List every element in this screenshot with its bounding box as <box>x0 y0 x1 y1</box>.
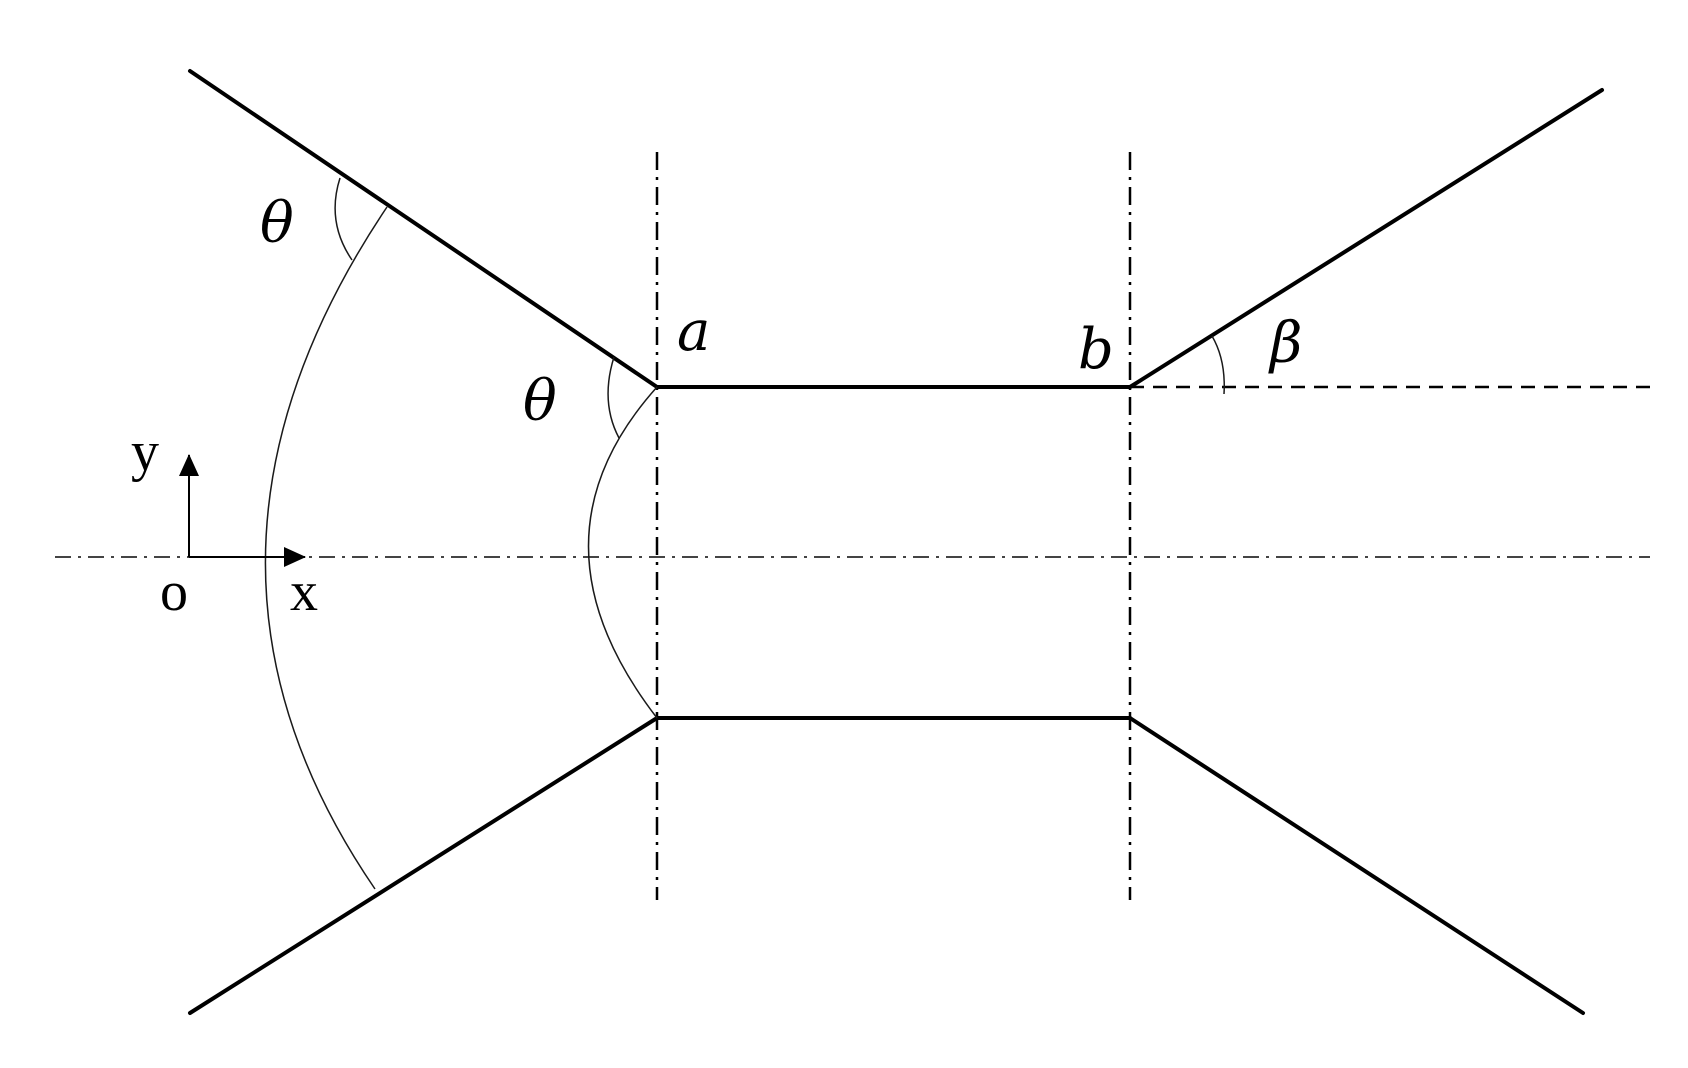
outer-arc <box>264 206 388 890</box>
y-axis-label: y <box>131 421 159 483</box>
inner-arc <box>587 386 658 719</box>
theta-inner-angle-arc <box>607 356 620 439</box>
point-b-label: b <box>1078 317 1114 382</box>
beta-angle-arc <box>1211 335 1225 395</box>
x-axis-label: x <box>290 561 318 623</box>
theta-inner-label: θ <box>523 369 557 434</box>
theta-outer-angle-arc <box>334 177 353 261</box>
upper-diverging-wall <box>1128 88 1604 389</box>
lower-diverging-wall <box>1128 716 1585 1015</box>
theta-outer-label: θ <box>260 191 294 256</box>
beta-label: β <box>1268 311 1302 376</box>
origin-label: o <box>160 561 188 623</box>
lower-converging-wall <box>188 716 659 1015</box>
point-a-label: a <box>677 299 710 364</box>
upper-converging-wall <box>188 69 659 389</box>
